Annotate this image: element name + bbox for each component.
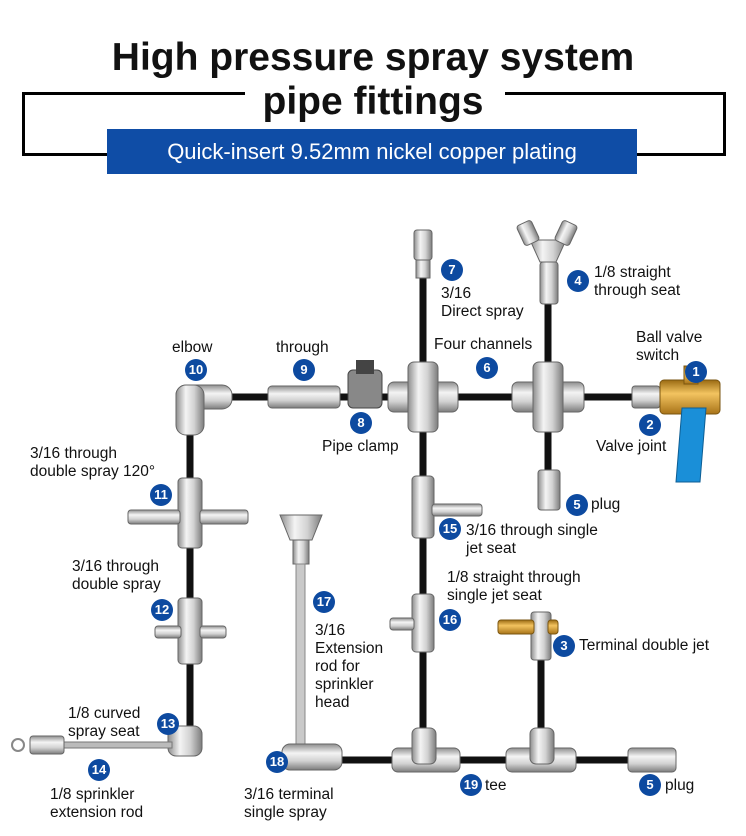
straight-through-single-jet-seat xyxy=(389,593,435,653)
four-channel-cross-right xyxy=(511,361,585,433)
label-extension-rod: 3/16 Extension rod for sprinkler head xyxy=(315,622,384,711)
label-sprinkler-extension-rod: 1/8 sprinkler extension rod xyxy=(50,786,144,821)
label-terminal-single-spray: 3/16 terminal single spray xyxy=(244,786,334,821)
subtitle-banner: Quick-insert 9.52mm nickel copper platin… xyxy=(107,129,637,174)
plug-fitting-lower xyxy=(627,747,677,773)
label-pipe-clamp: Pipe clamp xyxy=(322,438,399,455)
curved-spray-seat xyxy=(11,725,203,757)
badge-6: 6 xyxy=(476,357,498,379)
label-through-double-spray-120: 3/16 through double spray 120° xyxy=(30,445,156,480)
tee-fitting-right xyxy=(505,727,577,773)
badge-13: 13 xyxy=(157,713,179,735)
label-four-channels: Four channels xyxy=(434,336,533,353)
badge-3: 3 xyxy=(553,635,575,657)
badge-7: 7 xyxy=(441,259,463,281)
terminal-double-jet xyxy=(497,611,559,661)
badge-2: 2 xyxy=(639,414,661,436)
plug-fitting-upper xyxy=(537,469,561,511)
badge-12: 12 xyxy=(151,599,173,621)
label-through: through xyxy=(276,339,329,356)
direct-spray-nozzle xyxy=(413,229,433,279)
tee-fitting-left xyxy=(391,727,461,773)
badge-19: 19 xyxy=(460,774,482,796)
title-line-2: pipe fittings xyxy=(262,80,484,123)
through-single-jet-seat xyxy=(411,475,483,539)
through-double-spray xyxy=(154,597,227,665)
badge-16: 16 xyxy=(439,609,461,631)
pipe-clamp xyxy=(347,360,383,409)
straight-through-seat xyxy=(516,220,578,305)
label-tee: tee xyxy=(485,777,507,794)
badge-8: 8 xyxy=(350,412,372,434)
badge-4: 4 xyxy=(567,270,589,292)
badge-5-upper: 5 xyxy=(566,494,588,516)
label-straight-through-single-jet-seat: 1/8 straight through single jet seat xyxy=(447,569,581,604)
title-line-1: High pressure spray system xyxy=(111,36,635,79)
badge-5-lower: 5 xyxy=(639,774,661,796)
four-channel-cross-left xyxy=(387,361,459,433)
through-double-spray-120 xyxy=(127,477,249,549)
badge-10: 10 xyxy=(185,359,207,381)
badge-11: 11 xyxy=(150,484,172,506)
label-curved-spray-seat: 1/8 curved spray seat xyxy=(68,705,141,740)
label-plug-upper: plug xyxy=(591,496,621,513)
elbow-fitting xyxy=(175,384,233,436)
label-terminal-double-jet: Terminal double jet xyxy=(579,637,710,654)
through-fitting xyxy=(267,385,341,409)
badge-1: 1 xyxy=(685,361,707,383)
label-direct-spray: 3/16 Direct spray xyxy=(441,285,524,320)
sprinkler-extension-rod xyxy=(279,514,343,771)
badge-15: 15 xyxy=(439,518,461,540)
badge-14: 14 xyxy=(88,759,110,781)
label-through-double-spray: 3/16 through double spray xyxy=(72,558,161,593)
label-plug-lower: plug xyxy=(665,777,695,794)
label-through-single-jet-seat: 3/16 through single jet seat xyxy=(466,522,598,557)
badge-18: 18 xyxy=(266,751,288,773)
label-straight-through-seat: 1/8 straight through seat xyxy=(594,264,681,299)
badge-9: 9 xyxy=(293,359,315,381)
label-ball-valve-switch: Ball valve switch xyxy=(636,329,703,364)
label-valve-joint: Valve joint xyxy=(596,438,667,455)
badge-17: 17 xyxy=(313,591,335,613)
label-elbow: elbow xyxy=(172,339,213,356)
